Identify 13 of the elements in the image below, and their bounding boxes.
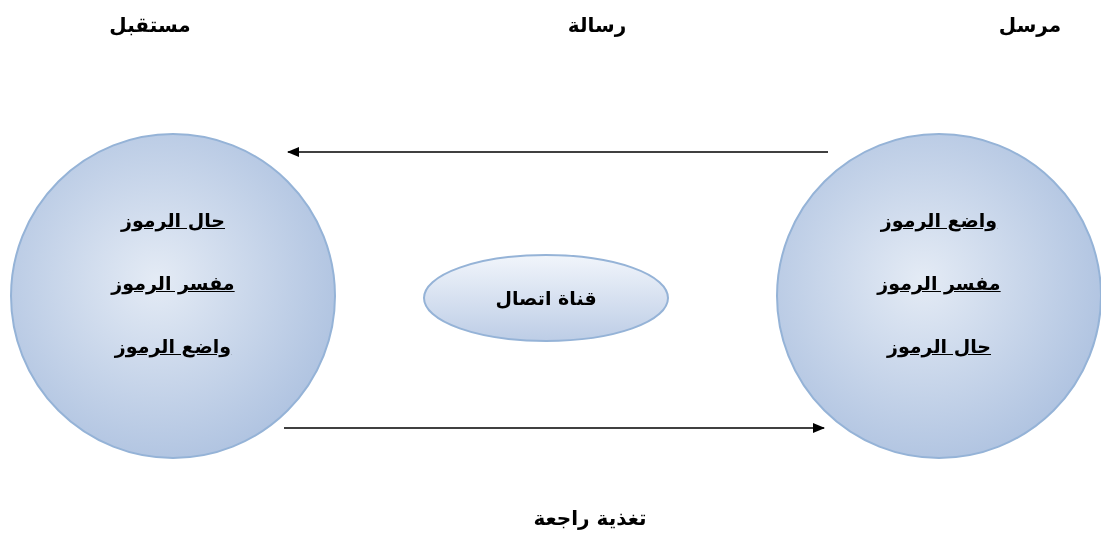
node-text: مفسر الرموز: [877, 272, 1001, 294]
heading: مرسل: [998, 13, 1062, 37]
node-text: قناة اتصال: [495, 287, 597, 309]
heading: رسالة: [567, 13, 627, 37]
node-text: حال الرموز: [121, 209, 225, 231]
node-text: واضع الرموز: [114, 335, 232, 357]
heading: تغذية راجعة: [533, 506, 647, 530]
node-text: مفسر الرموز: [111, 272, 235, 294]
node-text: واضع الرموز: [880, 209, 998, 231]
heading: مستقبل: [109, 13, 191, 37]
arrow: [287, 147, 829, 157]
arrow: [283, 423, 825, 433]
node-text: حال الرموز: [887, 335, 991, 357]
